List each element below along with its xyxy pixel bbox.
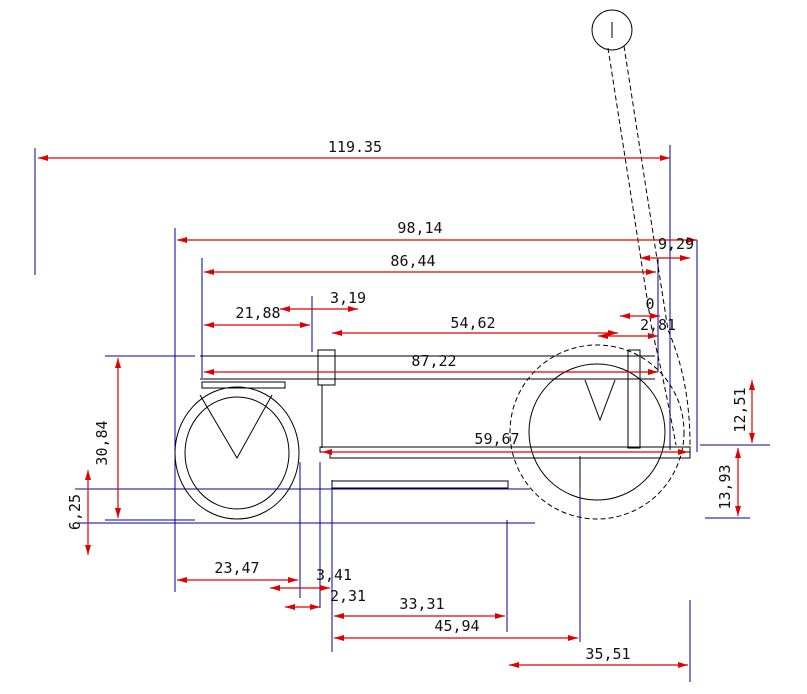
extension-lines	[34, 145, 770, 682]
dimension-label: 3,41	[316, 566, 352, 584]
front-wheel	[174, 386, 300, 520]
dimension-rear-section: 35,51	[509, 645, 688, 668]
dimension-label: 59,67	[474, 430, 519, 448]
dimension-front-overhang: 21,88	[204, 304, 310, 328]
dimension-rear-zero: 0	[620, 295, 660, 319]
dimension-body-height: 30,84	[93, 358, 121, 518]
dimension-label: 33,31	[399, 595, 444, 613]
dimension-label: 86,44	[390, 252, 435, 270]
dimension-label: 3,19	[330, 289, 366, 307]
dimension-annotations: 119.35 98,14 86,44 9,29 21,88 3,19 54,62 0 2,81 8…	[38, 138, 755, 668]
dimension-frame-length: 86,44	[204, 252, 656, 275]
dimension-body-length: 98,14	[177, 219, 697, 243]
dimension-label: 21,88	[235, 304, 280, 322]
dimension-label: 54,62	[450, 314, 495, 332]
dimension-label: 45,94	[434, 617, 479, 635]
dimension-handle-offset: 9,29	[640, 235, 694, 261]
dimension-ground-clearance: 6,25	[66, 470, 91, 555]
dimension-label: 35,51	[585, 645, 630, 663]
dimension-front-wheel-offset: 23,47	[177, 559, 298, 583]
dimension-overall-length: 119.35	[38, 138, 670, 161]
rear-post	[627, 349, 641, 449]
dimension-label: 2,31	[330, 587, 366, 605]
dimension-post-width: 3,19	[280, 289, 366, 312]
dimension-label: 2,81	[640, 316, 676, 334]
dimension-label: 119.35	[328, 138, 382, 156]
front-post	[317, 349, 336, 386]
dimension-base-height: 13,93	[716, 448, 741, 516]
dimension-label: 30,84	[93, 420, 111, 465]
dimension-gap-a: 3,41	[270, 566, 352, 591]
dimension-post-spacing: 54,62	[332, 314, 618, 336]
dimension-label: 12,51	[731, 387, 749, 432]
dimension-rear-height: 12,51	[731, 380, 755, 443]
dimension-label: 87,22	[411, 352, 456, 370]
dimension-label: 9,29	[658, 235, 694, 253]
dimension-base-length: 59,67	[322, 430, 688, 455]
dimension-axle-distance: 45,94	[334, 617, 578, 641]
dimension-label: 23,47	[214, 559, 259, 577]
dimension-tray-length: 33,31	[334, 595, 505, 619]
rear-wheel	[509, 344, 685, 520]
dimension-label: 98,14	[397, 219, 442, 237]
dimension-label: 6,25	[66, 494, 84, 530]
dimension-label: 13,93	[716, 464, 734, 509]
dimension-rail-length: 87,22	[204, 352, 658, 375]
dimension-gap-b: 2,31	[285, 587, 366, 610]
dimension-rear-offset: 2,81	[598, 316, 676, 339]
dimension-label: 0	[645, 295, 654, 313]
